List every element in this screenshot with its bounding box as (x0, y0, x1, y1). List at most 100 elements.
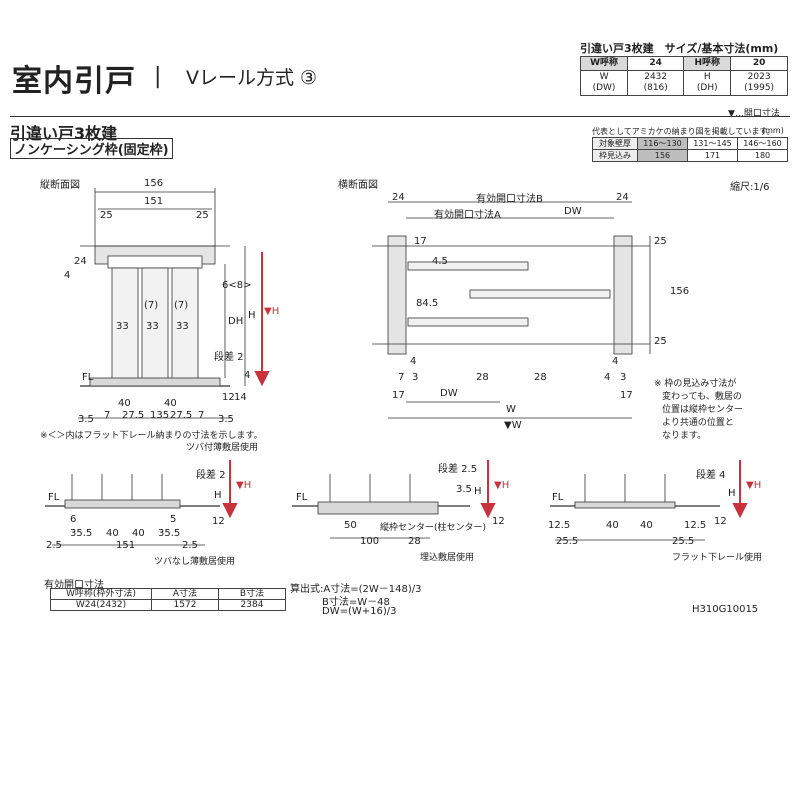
dim-label: 3 (412, 372, 419, 383)
w-code-label: W呼称 (579, 56, 629, 71)
h-value-sub: (1995) (744, 83, 775, 93)
dim-label: 段差 2 (196, 470, 226, 481)
dim-label: 17 (414, 236, 427, 247)
note-line: なります。 (662, 431, 707, 441)
dim-label: 2.5 (182, 540, 198, 551)
dim-label: 3 (620, 372, 627, 383)
dim-label: ▼H (236, 480, 252, 491)
dim-label: 27.5 (122, 410, 145, 421)
sill (89, 377, 221, 387)
kikomi-cell: 171 (687, 149, 738, 162)
table-cell: 2384 (218, 599, 286, 611)
dim-label: 12.5 (684, 520, 707, 531)
dim-label: 33 (146, 321, 159, 332)
formula-line: 算出式:A寸法=(2W－148)/3 (290, 584, 422, 595)
dim-label: 135 (150, 410, 170, 421)
h-dim-label: H (703, 72, 711, 82)
dim-label: 6<8> (222, 280, 252, 291)
dim-label: ▼H (746, 480, 762, 491)
dim-label: 40 (132, 528, 145, 539)
dim-label: 28 (476, 372, 489, 383)
formula-line: DW=(W+16)/3 (322, 606, 397, 617)
door-leaf-b (469, 289, 611, 299)
dim-label: 156 (144, 178, 164, 189)
dim-label: 2.5 (46, 540, 62, 551)
dim-label: 25.5 (672, 536, 695, 547)
dim-label: H (214, 490, 222, 501)
door-leaf-c (407, 317, 529, 327)
vertical-section-note: ※＜＞内はフラット下レール納まりの寸法を示します。 (40, 431, 263, 441)
dim-label: 33 (116, 321, 129, 332)
dim-label: 27.5 (170, 410, 193, 421)
dim-label: 7 (398, 372, 405, 383)
right-jamb (613, 235, 633, 355)
dim-label: 段差 2.5 (438, 464, 478, 475)
dim-label: 14 (234, 392, 247, 403)
size-spec-table: W呼称 24 H呼称 20 W(DW) 2432(816) H(DH) 2023… (579, 56, 788, 96)
dim-label: FL (48, 492, 60, 503)
dim-label: 25 (654, 336, 667, 347)
dim-label: FL (552, 492, 564, 503)
note-line: より共通の位置と (662, 418, 734, 428)
dim-label: 25 (196, 210, 209, 221)
kikomi-table: 対象壁厚 116～130 131～145 146～160 枠見込み 156 17… (592, 137, 788, 162)
dim-label: 151 (144, 196, 164, 207)
kikomi-cell: 116～130 (637, 137, 688, 150)
dim-label: 6 (70, 514, 77, 525)
arrow-head (480, 503, 496, 519)
dim-label: 有効開口寸法A (434, 210, 501, 221)
w-dim-label: W (599, 72, 609, 82)
dim-label: 12 (714, 516, 727, 527)
dim-label: ▼H (264, 306, 280, 317)
dim-label: 4 (244, 370, 251, 381)
dim-label: 12 (222, 392, 235, 403)
detail3-rail (574, 501, 676, 509)
dim-label: 28 (534, 372, 547, 383)
detail-label: 埋込敷居使用 (420, 553, 475, 563)
note-line: 変わっても、敷居の (662, 392, 742, 402)
page-subtitle: Vレール方式 ③ (186, 67, 318, 89)
dim-label: 4 (410, 356, 417, 367)
header-rule (10, 116, 790, 117)
detail1-sill (64, 499, 181, 509)
dim-label: 縦枠センター(柱センター) (380, 523, 487, 533)
kikomi-note: 代表としてアミカケの納まり図を掲載しています。 (592, 127, 775, 136)
table-header: W呼称(枠外寸法) (50, 588, 152, 600)
dim-label: 4.5 (432, 256, 448, 267)
dim-label: 28 (408, 536, 421, 547)
w-dim-sub: (DW) (592, 83, 616, 93)
vertical-section-label: 縦断面図 (40, 180, 80, 191)
dim-label: 84.5 (416, 298, 439, 309)
dim-label: 3.5 (78, 414, 94, 425)
table-cell: W24(2432) (50, 599, 152, 611)
arrow-head (732, 503, 748, 519)
dim-label: 24 (74, 256, 87, 267)
dim-label: 有効開口寸法B (476, 194, 543, 205)
dim-label: DW (564, 206, 582, 217)
section-subtitle: ノンケーシング枠(固定枠) (10, 138, 173, 159)
dim-label: 3.5 (218, 414, 234, 425)
note-line: 位置は縦枠センター (662, 405, 744, 415)
dim-label: DH (228, 316, 244, 327)
dim-label: 4 (612, 356, 619, 367)
dim-label: 24 (616, 192, 629, 203)
dim-label: 151 (116, 540, 136, 551)
dim-label: 4 (64, 270, 71, 281)
dim-label: H (728, 488, 736, 499)
w-value: 2432 (644, 72, 668, 82)
dim-label: 25 (100, 210, 113, 221)
title-separator: | (154, 64, 162, 89)
dim-label: 40 (640, 520, 653, 531)
dim-label: 35.5 (70, 528, 93, 539)
formula-line: B寸法=W－48 (322, 597, 390, 608)
dim-label: FL (82, 372, 94, 383)
door-panel-3 (171, 267, 199, 387)
h-value: 2023 (747, 72, 771, 82)
dim-label: FL (296, 492, 308, 503)
dim-label: 12 (492, 516, 505, 527)
spec-heading: 引違い戸3枚建 サイズ/基本寸法(mm) (580, 42, 779, 55)
dim-label: 4 (604, 372, 611, 383)
note-line: ※ 枠の見込み寸法が (654, 379, 737, 389)
detail-label: ツバなし薄敷居使用 (154, 557, 236, 567)
